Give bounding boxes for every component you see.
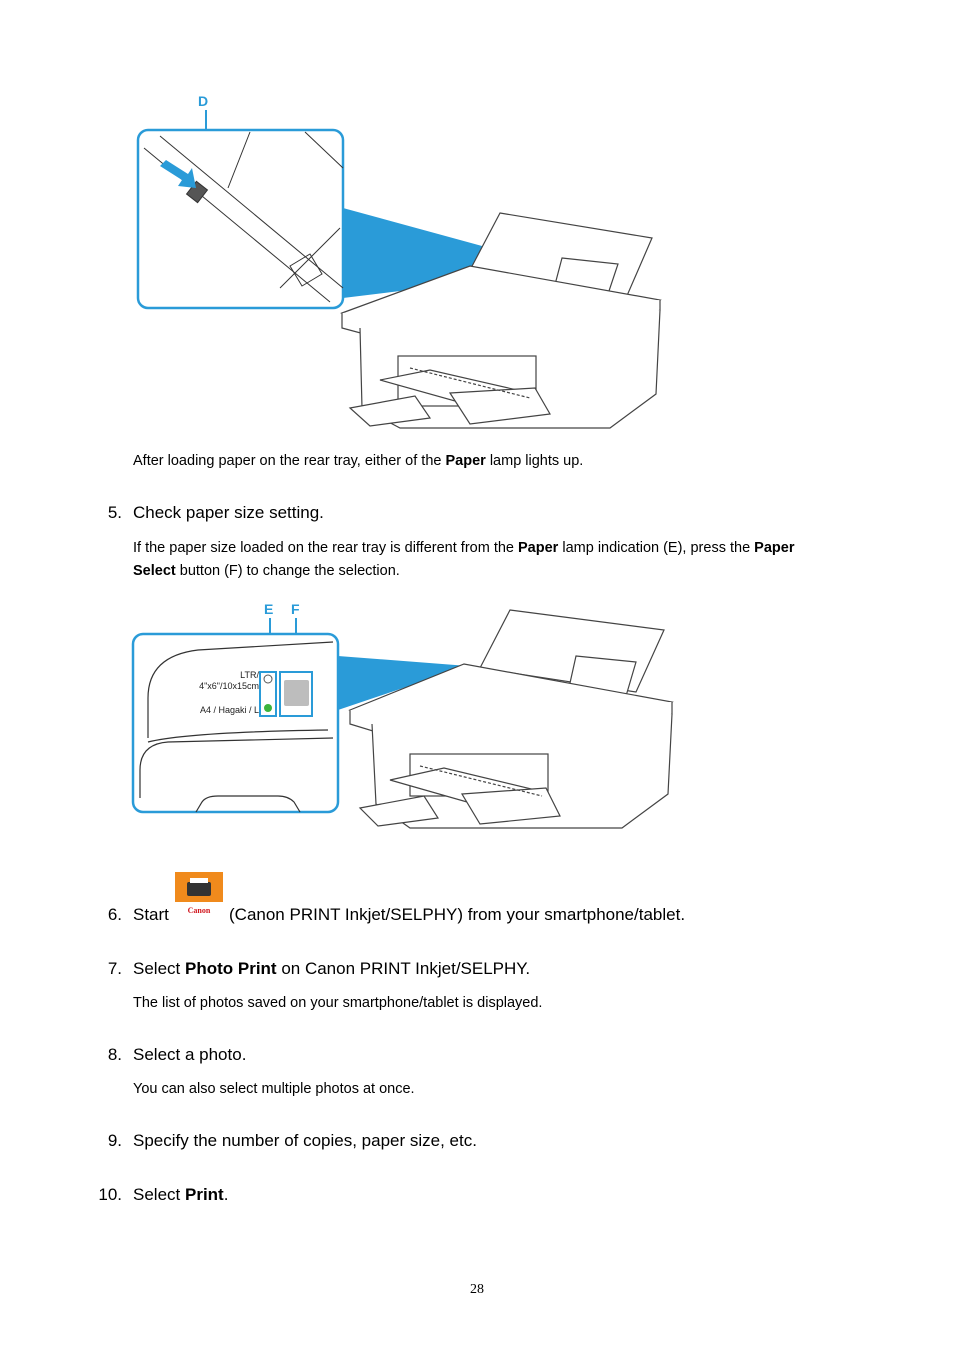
desc-text-end: button (F) to change the selection. (175, 563, 400, 579)
step-text: Check paper size setting. (133, 503, 324, 522)
step-bold-print: Print (184, 1185, 224, 1204)
caption-text-end: lamp lights up. (485, 453, 584, 469)
step-text-end: (Canon PRINT Inkjet/SELPHY) from your sm… (229, 905, 686, 924)
callout-d: D (198, 93, 208, 109)
step-7-description: The list of photos saved on your smartph… (133, 995, 543, 1011)
step-text: Specify the number of copies, paper size… (133, 1131, 477, 1150)
step-number: 9. (107, 1131, 122, 1150)
step-bold-photo-print: Photo Print (184, 959, 277, 978)
step-8-description: You can also select multiple photos at o… (133, 1081, 415, 1097)
canon-logo-text: Canon (187, 906, 211, 915)
figure-paper-select: E F LTR/ 4"x6"/10x15cm A4 / Hagaki / L (128, 598, 678, 838)
step-text-end: . (223, 1185, 229, 1204)
paper-select-button-illustration (284, 680, 309, 706)
step-text: Select (133, 1185, 185, 1204)
desc-text-mid: lamp indication (E), press the (558, 540, 755, 556)
caption-text: After loading paper on the rear tray, ei… (133, 453, 446, 469)
canon-print-app-icon: Canon (175, 872, 223, 920)
callout-f: F (291, 601, 300, 617)
step-number: 7. (107, 959, 122, 978)
step-text-end: on Canon PRINT Inkjet/SELPHY. (276, 959, 531, 978)
step-text: Select a photo. (133, 1045, 247, 1064)
lamp-green-indicator (264, 704, 272, 712)
desc-bold-select: Select (133, 563, 176, 579)
step-number: 5. (107, 503, 122, 522)
step-number: 10. (98, 1185, 122, 1204)
figure-paper-guide: D (130, 88, 670, 433)
step-text-start: Start (133, 905, 169, 924)
caption-bold-paper: Paper (445, 453, 486, 469)
callout-e: E (264, 601, 273, 617)
caption-paper-lamp: After loading paper on the rear tray, ei… (133, 450, 583, 473)
desc-text: If the paper size loaded on the rear tra… (133, 540, 519, 556)
desc-bold-paper-2: Paper (754, 540, 795, 556)
printer-illustration-1: D (136, 93, 662, 429)
step-5-description: If the paper size loaded on the rear tra… (133, 537, 863, 583)
step-number: 8. (107, 1045, 122, 1064)
step-number: 6. (107, 905, 122, 924)
lamp-label-ltr: LTR/ (240, 670, 259, 680)
desc-bold-paper: Paper (518, 540, 559, 556)
step-text: Select (133, 959, 185, 978)
page-number: 28 (470, 1282, 484, 1297)
lamp-label-4x6: 4"x6"/10x15cm (199, 681, 259, 691)
lamp-label-a4: A4 / Hagaki / L (200, 705, 259, 715)
printer-illustration-2: E F LTR/ 4"x6"/10x15cm A4 / Hagaki / L (131, 601, 674, 829)
